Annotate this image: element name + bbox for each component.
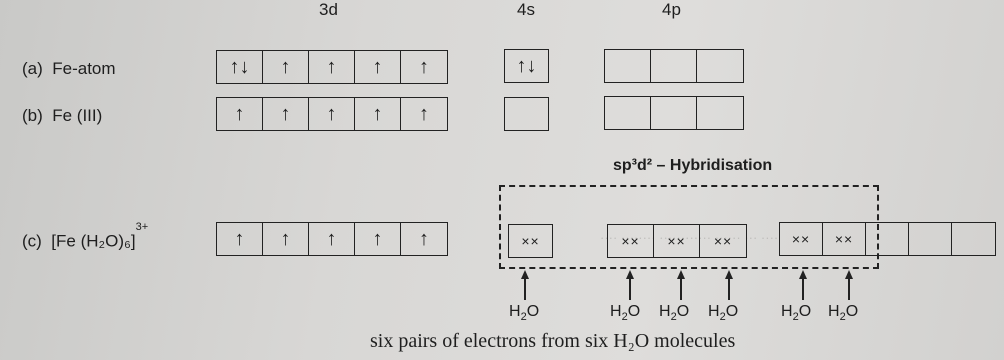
- row-b-letter: (b): [22, 106, 43, 125]
- row-b-4s-orbital: [504, 97, 549, 131]
- water-label-5: H2O: [781, 303, 812, 324]
- electron-pair-arrow: ↑↓: [516, 55, 537, 77]
- up-arrow-line: [802, 278, 804, 300]
- row-a-4p-orbitals: [604, 49, 744, 83]
- ligand-electron-pair: ××: [834, 231, 854, 247]
- header-4p: 4p: [662, 0, 681, 19]
- ligand-electron-pair: ××: [791, 231, 811, 247]
- water-label-1: H2O: [509, 303, 540, 324]
- electron-pair-arrow: ↑↓: [229, 56, 250, 78]
- ligand-electron-pair: ××: [713, 233, 733, 249]
- electron-up-arrow: ↑: [372, 56, 383, 78]
- hybrid-orbitals-dashed-box: [499, 185, 879, 269]
- up-arrow-head: [725, 270, 733, 279]
- ligand-electron-pair: ××: [621, 233, 640, 249]
- up-arrow-line: [848, 278, 850, 300]
- ligand-electron-pair: ××: [667, 233, 686, 249]
- row-a-3d-orbitals: ↑↓ ↑ ↑ ↑ ↑: [216, 50, 448, 84]
- electron-up-arrow: ↑: [234, 103, 245, 125]
- electron-up-arrow: ↑: [372, 103, 383, 125]
- up-arrow-line: [728, 278, 730, 300]
- ligand-electron-pair: ××: [521, 233, 540, 249]
- water-label-6: H2O: [828, 303, 859, 324]
- row-c-4d-orbitals: ×× ××: [779, 222, 996, 256]
- up-arrow-head: [845, 270, 853, 279]
- up-arrow-line: [680, 278, 682, 300]
- header-3d: 3d: [319, 0, 338, 19]
- row-a-letter: (a): [22, 59, 43, 78]
- water-label-4: H2O: [708, 303, 739, 324]
- row-b-text: Fe (III): [52, 106, 103, 125]
- up-arrow-head: [626, 270, 634, 279]
- row-c-charge: 3+: [135, 221, 149, 233]
- up-arrow-line: [629, 278, 631, 300]
- electron-up-arrow: ↑: [280, 103, 291, 125]
- electron-up-arrow: ↑: [326, 103, 337, 125]
- row-a-text: Fe-atom: [52, 59, 116, 78]
- hybridisation-label: sp³d² – Hybridisation: [613, 157, 773, 174]
- electron-up-arrow: ↑: [326, 56, 337, 78]
- electron-up-arrow: ↑: [419, 56, 429, 78]
- row-b-3d-orbitals: ↑ ↑ ↑ ↑ ↑: [216, 97, 448, 131]
- row-c-4s-orbital: ××: [508, 224, 553, 258]
- electron-up-arrow: ↑: [419, 228, 429, 250]
- header-4s: 4s: [517, 0, 535, 19]
- diagram-caption: six pairs of electrons from six H₂O mole…: [370, 330, 736, 352]
- electron-up-arrow: ↑: [280, 228, 291, 250]
- row-c-4p-orbitals: ×× ×× ××: [607, 224, 747, 258]
- row-a-label: (a) Fe-atom: [22, 59, 116, 79]
- water-label-2: H2O: [610, 303, 641, 324]
- up-arrow-line: [524, 278, 526, 300]
- electron-up-arrow: ↑: [419, 103, 429, 125]
- electron-up-arrow: ↑: [234, 228, 245, 250]
- row-a-4s-orbital: ↑↓: [504, 49, 549, 83]
- water-label-3: H2O: [659, 303, 690, 324]
- bleed-text: ···· ········ ············ ······ ··· ··…: [600, 230, 779, 245]
- electron-up-arrow: ↑: [372, 228, 383, 250]
- row-c-text: [Fe (H₂O)₆]: [51, 231, 136, 251]
- row-c-letter: (c): [22, 231, 42, 251]
- up-arrow-head: [677, 270, 685, 279]
- electron-up-arrow: ↑: [280, 56, 291, 78]
- row-c-label: (c) [Fe (H₂O)₆]3+: [22, 221, 148, 252]
- up-arrow-head: [799, 270, 807, 279]
- row-c-3d-orbitals: ↑ ↑ ↑ ↑ ↑: [216, 222, 448, 256]
- row-b-4p-orbitals: [604, 96, 744, 130]
- row-b-label: (b) Fe (III): [22, 106, 102, 126]
- electron-up-arrow: ↑: [326, 228, 337, 250]
- up-arrow-head: [521, 270, 529, 279]
